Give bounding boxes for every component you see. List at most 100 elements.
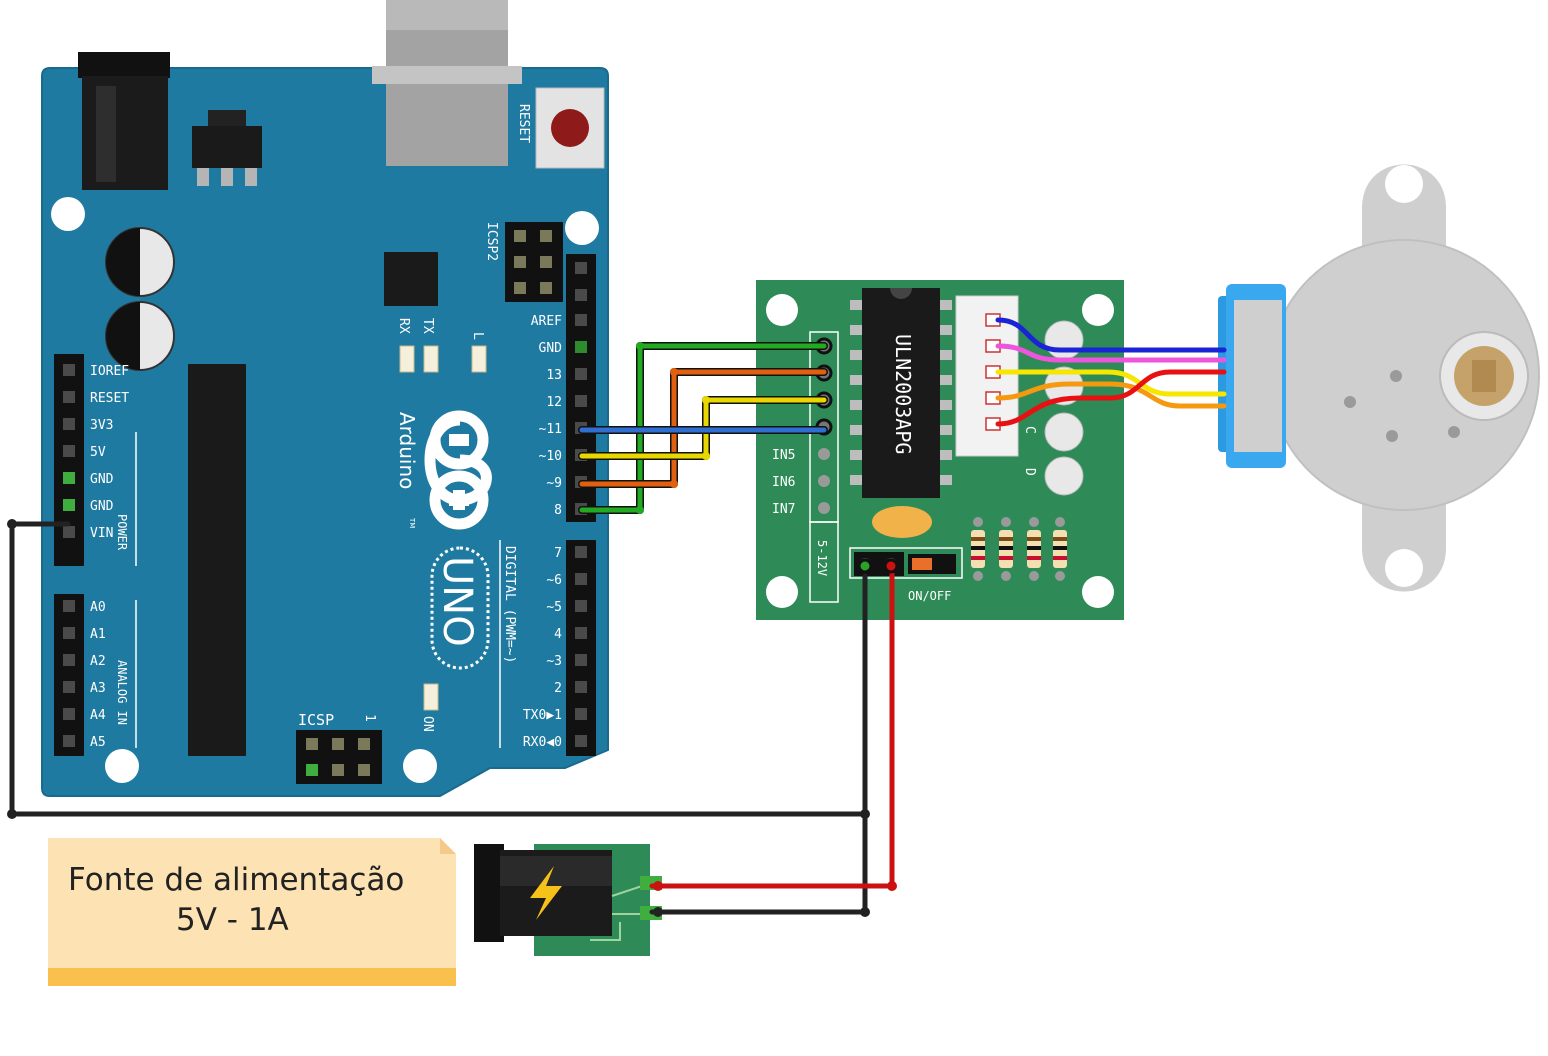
digital-header-bottom [566, 540, 596, 756]
led-label-c: C [1022, 426, 1037, 434]
digital-label: DIGITAL (PWM=~) [502, 546, 517, 663]
led-label-d: D [1022, 468, 1037, 476]
pin [575, 681, 587, 693]
usb-chip [384, 252, 438, 306]
pin-label: ~5 [546, 600, 562, 615]
usb-connector [372, 0, 522, 166]
pin-label: IOREF [90, 364, 129, 379]
pin-label: A1 [90, 627, 106, 642]
mounting-hole [766, 294, 798, 326]
pin [63, 627, 75, 639]
mounting-hole [403, 749, 437, 783]
driver-pin [818, 448, 830, 460]
l-label: L [470, 332, 485, 340]
pin [63, 391, 75, 403]
uno-model: UNO [434, 556, 480, 647]
pin-label: 5V [90, 445, 106, 460]
uln2003-chip: ULN2003APG [850, 288, 952, 498]
driver-pin-label: IN7 [772, 502, 795, 517]
mounting-hole [1082, 576, 1114, 608]
mounting-hole [105, 749, 139, 783]
analog-header [54, 594, 84, 756]
microcontroller [188, 364, 246, 756]
mounting-hole [766, 576, 798, 608]
l-led [471, 345, 487, 373]
barrel-jack [78, 52, 170, 190]
pin [575, 262, 587, 274]
pin-label: A4 [90, 708, 106, 723]
arduino-tm: TM [408, 517, 416, 528]
stepper-motor [1218, 164, 1540, 592]
pin-label: GND [90, 499, 114, 514]
pin-label: A3 [90, 681, 106, 696]
indicator-leds [1044, 320, 1084, 496]
pin-label: RESET [90, 391, 129, 406]
pin-label: ~3 [546, 654, 562, 669]
reset-button[interactable] [535, 87, 605, 169]
resistors [971, 517, 1067, 581]
pin [575, 600, 587, 612]
driver-pin [818, 475, 830, 487]
reset-label: RESET [516, 104, 531, 143]
pin-label: A0 [90, 600, 106, 615]
motor-connector [955, 295, 1019, 457]
pin [63, 364, 75, 376]
pin-label: VIN [90, 526, 113, 541]
icsp-label: ICSP [298, 711, 334, 729]
pin-label: 12 [546, 395, 562, 410]
dc-power-jack [474, 844, 662, 956]
pin [575, 395, 587, 407]
note-line2: 5V - 1A [176, 902, 289, 938]
pin [63, 499, 75, 511]
pin [63, 735, 75, 747]
icsp-header [296, 730, 382, 784]
pin-label: A2 [90, 654, 106, 669]
pin [63, 472, 75, 484]
pin-label: ~6 [546, 573, 562, 588]
pin [575, 654, 587, 666]
pin-label: TX0▶1 [523, 708, 562, 723]
driver-pin-label: IN5 [772, 448, 795, 463]
mounting-hole [565, 211, 599, 245]
pin-label: RX0◀0 [523, 735, 562, 750]
tx-led [423, 345, 439, 373]
pin-label: ~10 [539, 449, 562, 464]
pin-label: 4 [554, 627, 562, 642]
analog-label: ANALOG IN [115, 660, 129, 725]
pin-label: 13 [546, 368, 562, 383]
pin [63, 708, 75, 720]
mounting-hole [51, 197, 85, 231]
driver-pin-label: IN6 [772, 475, 795, 490]
pin-label: GND [90, 472, 114, 487]
pin-label: 7 [554, 546, 562, 561]
pin-labels: IOREFRESET3V35VGNDGNDVINA0A1A2A3A4A5AREF… [90, 314, 795, 750]
pin-label: GND [539, 341, 563, 356]
icsp-pin1-label: 1 [362, 714, 377, 722]
rx-led [399, 345, 415, 373]
voltage-regulator [192, 110, 262, 186]
pin [575, 708, 587, 720]
motor-wires [995, 317, 1227, 427]
pin-label: 8 [554, 503, 562, 518]
capacitor [105, 227, 175, 297]
rx-label: RX [396, 318, 411, 334]
pin [575, 627, 587, 639]
pin [63, 445, 75, 457]
on-led [423, 683, 439, 711]
lightning-icon [530, 866, 562, 920]
switch-label: ON/OFF [908, 589, 951, 603]
chip-label: ULN2003APG [891, 334, 915, 454]
driver-pin [818, 502, 830, 514]
on-label: ON [420, 716, 435, 732]
pin [63, 600, 75, 612]
power-label: POWER [115, 514, 129, 551]
arduino-logo [424, 410, 492, 530]
pin-label: ~11 [539, 422, 562, 437]
pin-label: A5 [90, 735, 106, 750]
uln2003-driver-board: 5-12V ULN2003APG C D [756, 280, 1124, 620]
pin-label: 3V3 [90, 418, 113, 433]
wire-ends [7, 342, 899, 917]
pin [63, 526, 75, 538]
pin [575, 289, 587, 301]
